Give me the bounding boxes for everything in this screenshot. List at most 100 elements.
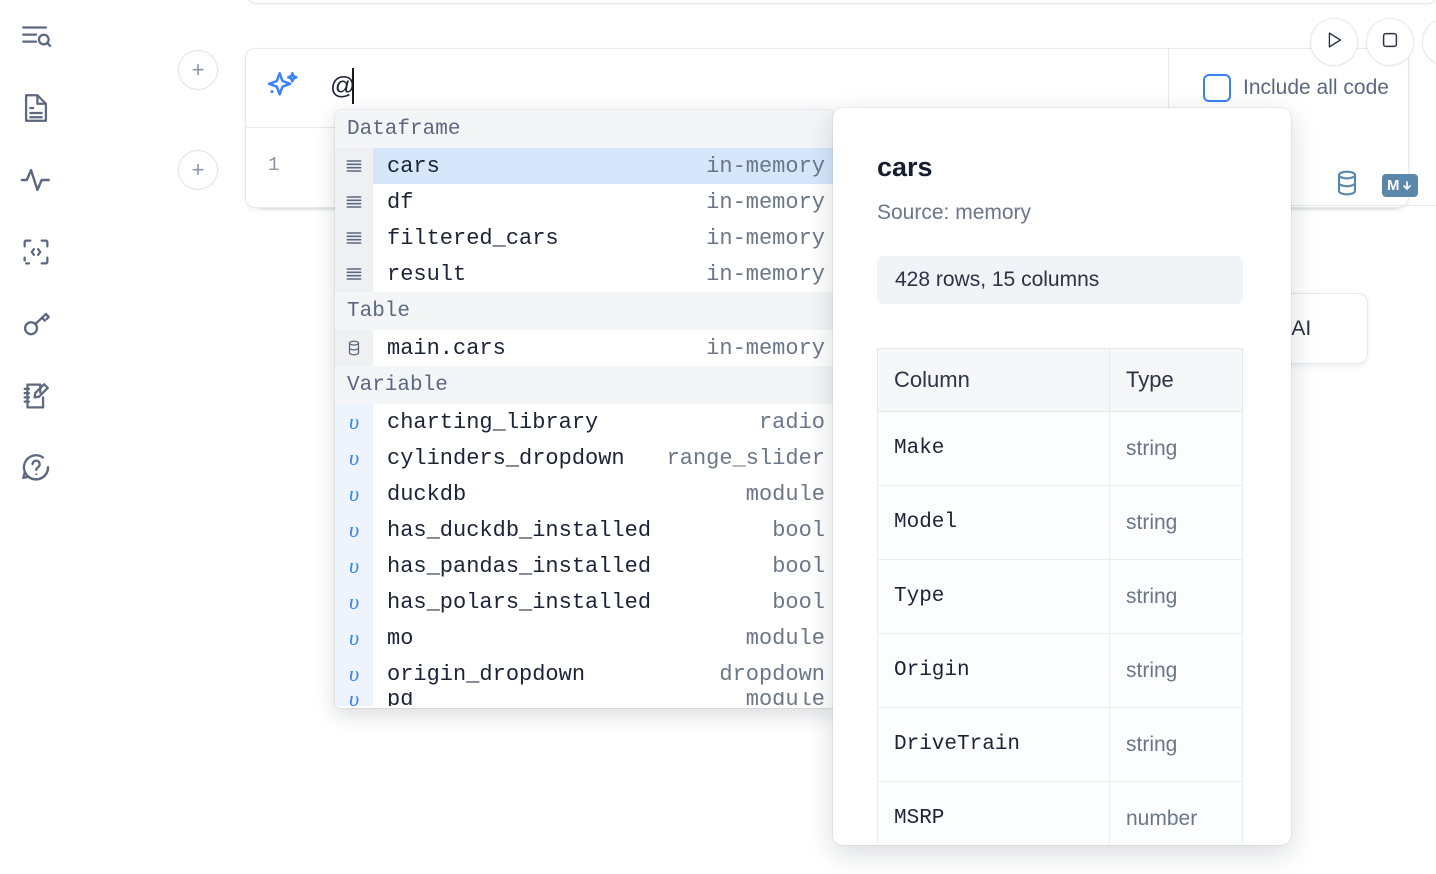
markdown-icon[interactable]: M — [1382, 174, 1418, 197]
schema-column-type: string — [1109, 559, 1243, 634]
line-number: 1 — [268, 154, 280, 176]
variable-icon: υ — [335, 656, 373, 692]
autocomplete-item-body: duckdb module — [373, 476, 835, 512]
previous-cell-edge — [248, 0, 1436, 4]
dataframe-detail-panel: cars Source: memory 428 rows, 15 columns… — [833, 108, 1291, 845]
schema-column-type: number — [1109, 781, 1243, 845]
autocomplete-item[interactable]: main.cars in-memory — [335, 330, 835, 366]
autocomplete-item-meta: in-memory — [706, 335, 825, 361]
autocomplete-item-name: duckdb — [387, 481, 467, 507]
stop-square-icon — [1379, 29, 1401, 56]
notebook-edit-icon — [19, 379, 53, 413]
autocomplete-item-meta: module — [745, 481, 825, 507]
variable-icon: υ — [335, 476, 373, 512]
sidebar-item-help[interactable] — [12, 444, 60, 492]
autocomplete-item-name: cylinders_dropdown — [387, 445, 625, 471]
table-icon — [335, 330, 373, 366]
sidebar-item-secrets[interactable] — [12, 300, 60, 348]
database-icon[interactable] — [1332, 168, 1362, 203]
dataframe-icon — [335, 184, 373, 220]
detail-source: Source: memory — [877, 201, 1032, 224]
add-cell-above-button[interactable]: + — [178, 50, 218, 90]
more-cell-actions-button[interactable] — [1422, 18, 1436, 66]
sparkle-icon — [263, 68, 303, 108]
autocomplete-item-name: df — [387, 189, 414, 215]
autocomplete-item-body: main.cars in-memory — [373, 330, 835, 366]
add-cell-below-button[interactable]: + — [178, 150, 218, 190]
schema-column-type: string — [1109, 485, 1243, 560]
cell-divider — [1180, 205, 1436, 206]
autocomplete-item-meta: in-memory — [706, 153, 825, 179]
autocomplete-item-meta: range_slider — [666, 445, 825, 471]
variable-icon: υ — [335, 692, 373, 706]
ai-prompt-input[interactable]: @ — [330, 72, 356, 100]
sidebar-item-notebook[interactable] — [12, 84, 60, 132]
autocomplete-item-name: has_pandas_installed — [387, 553, 652, 579]
schema-column-type: string — [1109, 411, 1243, 486]
autocomplete-item[interactable]: υ has_polars_installed bool — [335, 584, 835, 620]
autocomplete-item-meta: in-memory — [706, 189, 825, 215]
autocomplete-group-header: Table — [335, 292, 835, 330]
schema-column-name: Origin — [877, 633, 1110, 708]
file-search-icon — [19, 19, 53, 53]
cell-run-controls — [1310, 18, 1436, 66]
autocomplete-item-meta: in-memory — [706, 225, 825, 251]
autocomplete-item-name: charting_library — [387, 409, 599, 435]
autocomplete-item-body: mo module — [373, 620, 835, 656]
autocomplete-item-name: result — [387, 261, 467, 287]
schema-column-type: string — [1109, 633, 1243, 708]
document-icon — [19, 91, 53, 125]
variable-icon: υ — [335, 512, 373, 548]
variable-icon: υ — [335, 620, 373, 656]
autocomplete-item-meta: module — [745, 625, 825, 651]
schema-column-name: Model — [877, 485, 1110, 560]
autocomplete-item-meta: bool — [772, 553, 825, 579]
autocomplete-item-body: df in-memory — [373, 184, 835, 220]
variable-icon: υ — [335, 584, 373, 620]
key-icon — [19, 307, 53, 341]
run-cell-button[interactable] — [1310, 18, 1358, 66]
sidebar-item-snippets[interactable] — [12, 228, 60, 276]
include-all-code-checkbox[interactable]: Include all code — [1203, 74, 1389, 102]
sidebar-item-scratchpad[interactable] — [12, 372, 60, 420]
column-header-type: Type — [1109, 348, 1243, 412]
checkbox-box[interactable] — [1203, 74, 1231, 102]
autocomplete-item-meta: bool — [772, 589, 825, 615]
autocomplete-item-name: mo — [387, 625, 414, 651]
autocomplete-item-name: has_polars_installed — [387, 589, 652, 615]
autocomplete-item-meta: in-memory — [706, 261, 825, 287]
sidebar-item-explore[interactable] — [12, 12, 60, 60]
sidebar-item-activity[interactable] — [12, 156, 60, 204]
autocomplete-item-body: has_pandas_installed bool — [373, 548, 835, 584]
cell-output-toolbar: M — [1332, 168, 1418, 203]
autocomplete-item[interactable]: result in-memory — [335, 256, 835, 292]
autocomplete-item[interactable]: df in-memory — [335, 184, 835, 220]
help-chat-icon — [19, 451, 53, 485]
autocomplete-group-header: Variable — [335, 366, 835, 404]
text-caret — [352, 68, 354, 104]
stop-cell-button[interactable] — [1366, 18, 1414, 66]
autocomplete-item-body: result in-memory — [373, 256, 835, 292]
autocomplete-item-body: cylinders_dropdown range_slider — [373, 440, 835, 476]
autocomplete-item-name: main.cars — [387, 335, 506, 361]
